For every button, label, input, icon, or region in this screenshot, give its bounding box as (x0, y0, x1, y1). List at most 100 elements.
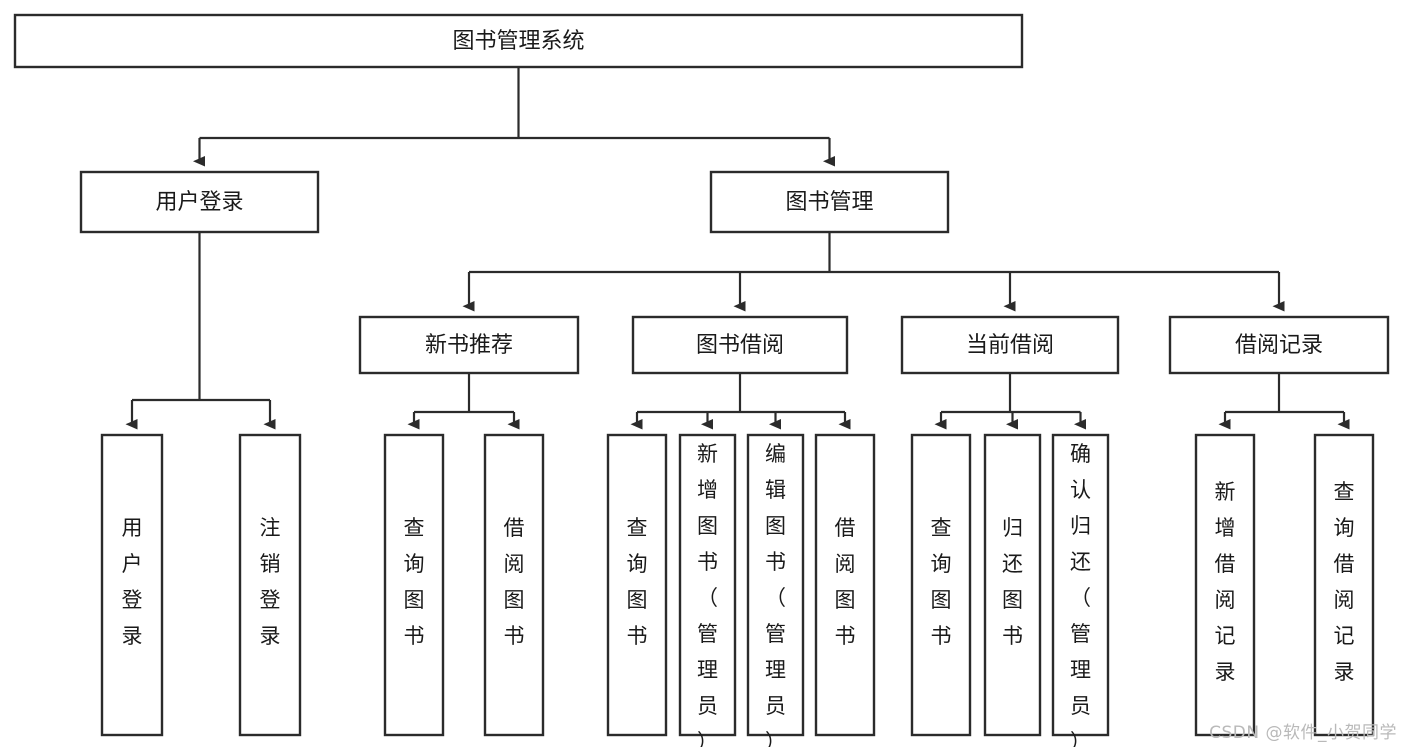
node-user-login[interactable]: 用户登录 (79, 170, 320, 234)
node-leaf-borrow-book-2-label-char: 图 (835, 588, 856, 612)
node-new-book-recommend[interactable]: 新书推荐 (358, 315, 580, 375)
node-user-login-label: 用户登录 (155, 190, 243, 215)
node-leaf-add-book-label-char: 理 (697, 658, 718, 682)
node-book-borrow[interactable]: 图书借阅 (631, 315, 849, 375)
node-leaf-add-borrow-record-label-char: 记 (1215, 624, 1236, 648)
node-leaf-add-book-label-char: （ (697, 586, 718, 610)
node-leaf-query-borrow-record-label-char: 阅 (1334, 588, 1355, 612)
node-root-box (13, 13, 1024, 69)
node-leaf-query-book-2-label-char: 书 (627, 624, 648, 648)
node-leaf-user-login[interactable]: 用户登录 (100, 433, 164, 737)
node-leaf-edit-book-label-char: ） (765, 730, 786, 747)
node-leaf-query-borrow-record-label-char: 记 (1334, 624, 1355, 648)
node-leaf-add-book-label-char: 书 (697, 550, 718, 574)
node-book-management-box (709, 170, 950, 234)
node-leaf-return-book-label-char: 还 (1002, 552, 1023, 576)
node-leaf-add-borrow-record-label-char: 借 (1215, 552, 1236, 576)
node-leaf-edit-book-label-char: 编 (765, 442, 786, 466)
node-leaf-query-borrow-record-label-char: 查 (1334, 480, 1355, 504)
node-leaf-query-book-1-label-char: 书 (404, 624, 425, 648)
node-leaf-logout-box (238, 433, 302, 737)
node-leaf-add-book-label-char: 图 (697, 514, 718, 538)
node-leaf-query-borrow-record-box (1313, 433, 1375, 737)
node-book-management-label: 图书管理 (785, 190, 873, 215)
node-leaf-edit-book-label-char: 书 (765, 550, 786, 574)
node-leaf-confirm-return-label-char: 员 (1070, 694, 1091, 718)
node-leaf-add-borrow-record-box (1194, 433, 1256, 737)
node-leaf-query-book-1-label-char: 图 (404, 588, 425, 612)
node-leaf-borrow-book-2-box (814, 433, 876, 737)
node-leaf-add-borrow-record-label-char: 阅 (1215, 588, 1236, 612)
node-leaf-query-borrow-record-label-char: 借 (1334, 552, 1355, 576)
node-leaf-query-book-3-box (910, 433, 972, 737)
node-leaf-add-borrow-record-label-char: 录 (1215, 660, 1236, 684)
node-leaf-borrow-book-1-label-char: 阅 (504, 552, 525, 576)
node-layer: 图书管理系统用户登录图书管理新书推荐图书借阅当前借阅借阅记录用户登录注销登录查询… (13, 13, 1390, 747)
node-leaf-add-book-label-char: 新 (697, 442, 718, 466)
node-leaf-add-borrow-record-label-char: 增 (1215, 516, 1236, 540)
node-leaf-query-book-1-label-char: 查 (404, 516, 425, 540)
node-leaf-add-book-label-char: ） (697, 730, 718, 747)
node-leaf-confirm-return-label-char: 归 (1070, 514, 1091, 538)
node-leaf-edit-book-label-char: 辑 (765, 478, 786, 502)
node-new-book-recommend-label: 新书推荐 (425, 333, 513, 358)
node-book-borrow-label: 图书借阅 (696, 333, 784, 358)
node-leaf-query-book-3-label-char: 图 (931, 588, 952, 612)
node-leaf-query-book-1-label-char: 询 (404, 552, 425, 576)
node-leaf-edit-book-label-char: 管 (765, 622, 786, 646)
node-new-book-recommend-box (358, 315, 580, 375)
node-root[interactable]: 图书管理系统 (13, 13, 1024, 69)
node-current-borrow-box (900, 315, 1120, 375)
node-leaf-add-book-label-char: 增 (697, 478, 718, 502)
node-leaf-return-book-box (983, 433, 1042, 737)
node-leaf-user-login-box (100, 433, 164, 737)
node-leaf-borrow-book-1-label-char: 图 (504, 588, 525, 612)
connector-layer (125, 67, 1350, 430)
node-leaf-add-book-box (678, 433, 737, 737)
node-leaf-query-book-3-label-char: 查 (931, 516, 952, 540)
node-leaf-query-borrow-record-label-char: 询 (1334, 516, 1355, 540)
node-borrow-record[interactable]: 借阅记录 (1168, 315, 1390, 375)
node-leaf-logout-label-char: 注 (260, 516, 281, 540)
node-leaf-add-book-label-char: 员 (697, 694, 718, 718)
node-borrow-record-label: 借阅记录 (1235, 333, 1323, 358)
node-root-label: 图书管理系统 (452, 29, 584, 54)
node-leaf-query-book-1-box (383, 433, 445, 737)
node-leaf-borrow-book-1-box (483, 433, 545, 737)
node-leaf-logout-label-char: 登 (260, 588, 281, 612)
node-leaf-logout-label-char: 录 (260, 624, 281, 648)
node-leaf-confirm-return-label-char: 理 (1070, 658, 1091, 682)
node-leaf-borrow-book-2-label-char: 借 (835, 516, 856, 540)
watermark: CSDN @软件_小贺同学 (1209, 723, 1397, 743)
node-leaf-user-login-label-char: 登 (122, 588, 143, 612)
node-user-login-box (79, 170, 320, 234)
node-leaf-query-book-2-label-char: 图 (627, 588, 648, 612)
node-book-borrow-box (631, 315, 849, 375)
node-leaf-borrow-book-1-label-char: 书 (504, 624, 525, 648)
node-current-borrow[interactable]: 当前借阅 (900, 315, 1120, 375)
node-leaf-confirm-return-label-char: 还 (1070, 550, 1091, 574)
node-leaf-edit-book-box (746, 433, 805, 737)
node-leaf-query-book-3-label-char: 询 (931, 552, 952, 576)
node-leaf-borrow-book-1-label-char: 借 (504, 516, 525, 540)
node-leaf-return-book-label-char: 书 (1002, 624, 1023, 648)
node-leaf-return-book-label-char: 图 (1002, 588, 1023, 612)
node-leaf-confirm-return-box (1051, 433, 1110, 737)
node-leaf-edit-book-label-char: （ (765, 586, 786, 610)
node-leaf-edit-book-label-char: 员 (765, 694, 786, 718)
node-leaf-confirm-return-label-char: 认 (1070, 478, 1091, 502)
node-leaf-return-book-label-char: 归 (1002, 516, 1023, 540)
node-book-management[interactable]: 图书管理 (709, 170, 950, 234)
